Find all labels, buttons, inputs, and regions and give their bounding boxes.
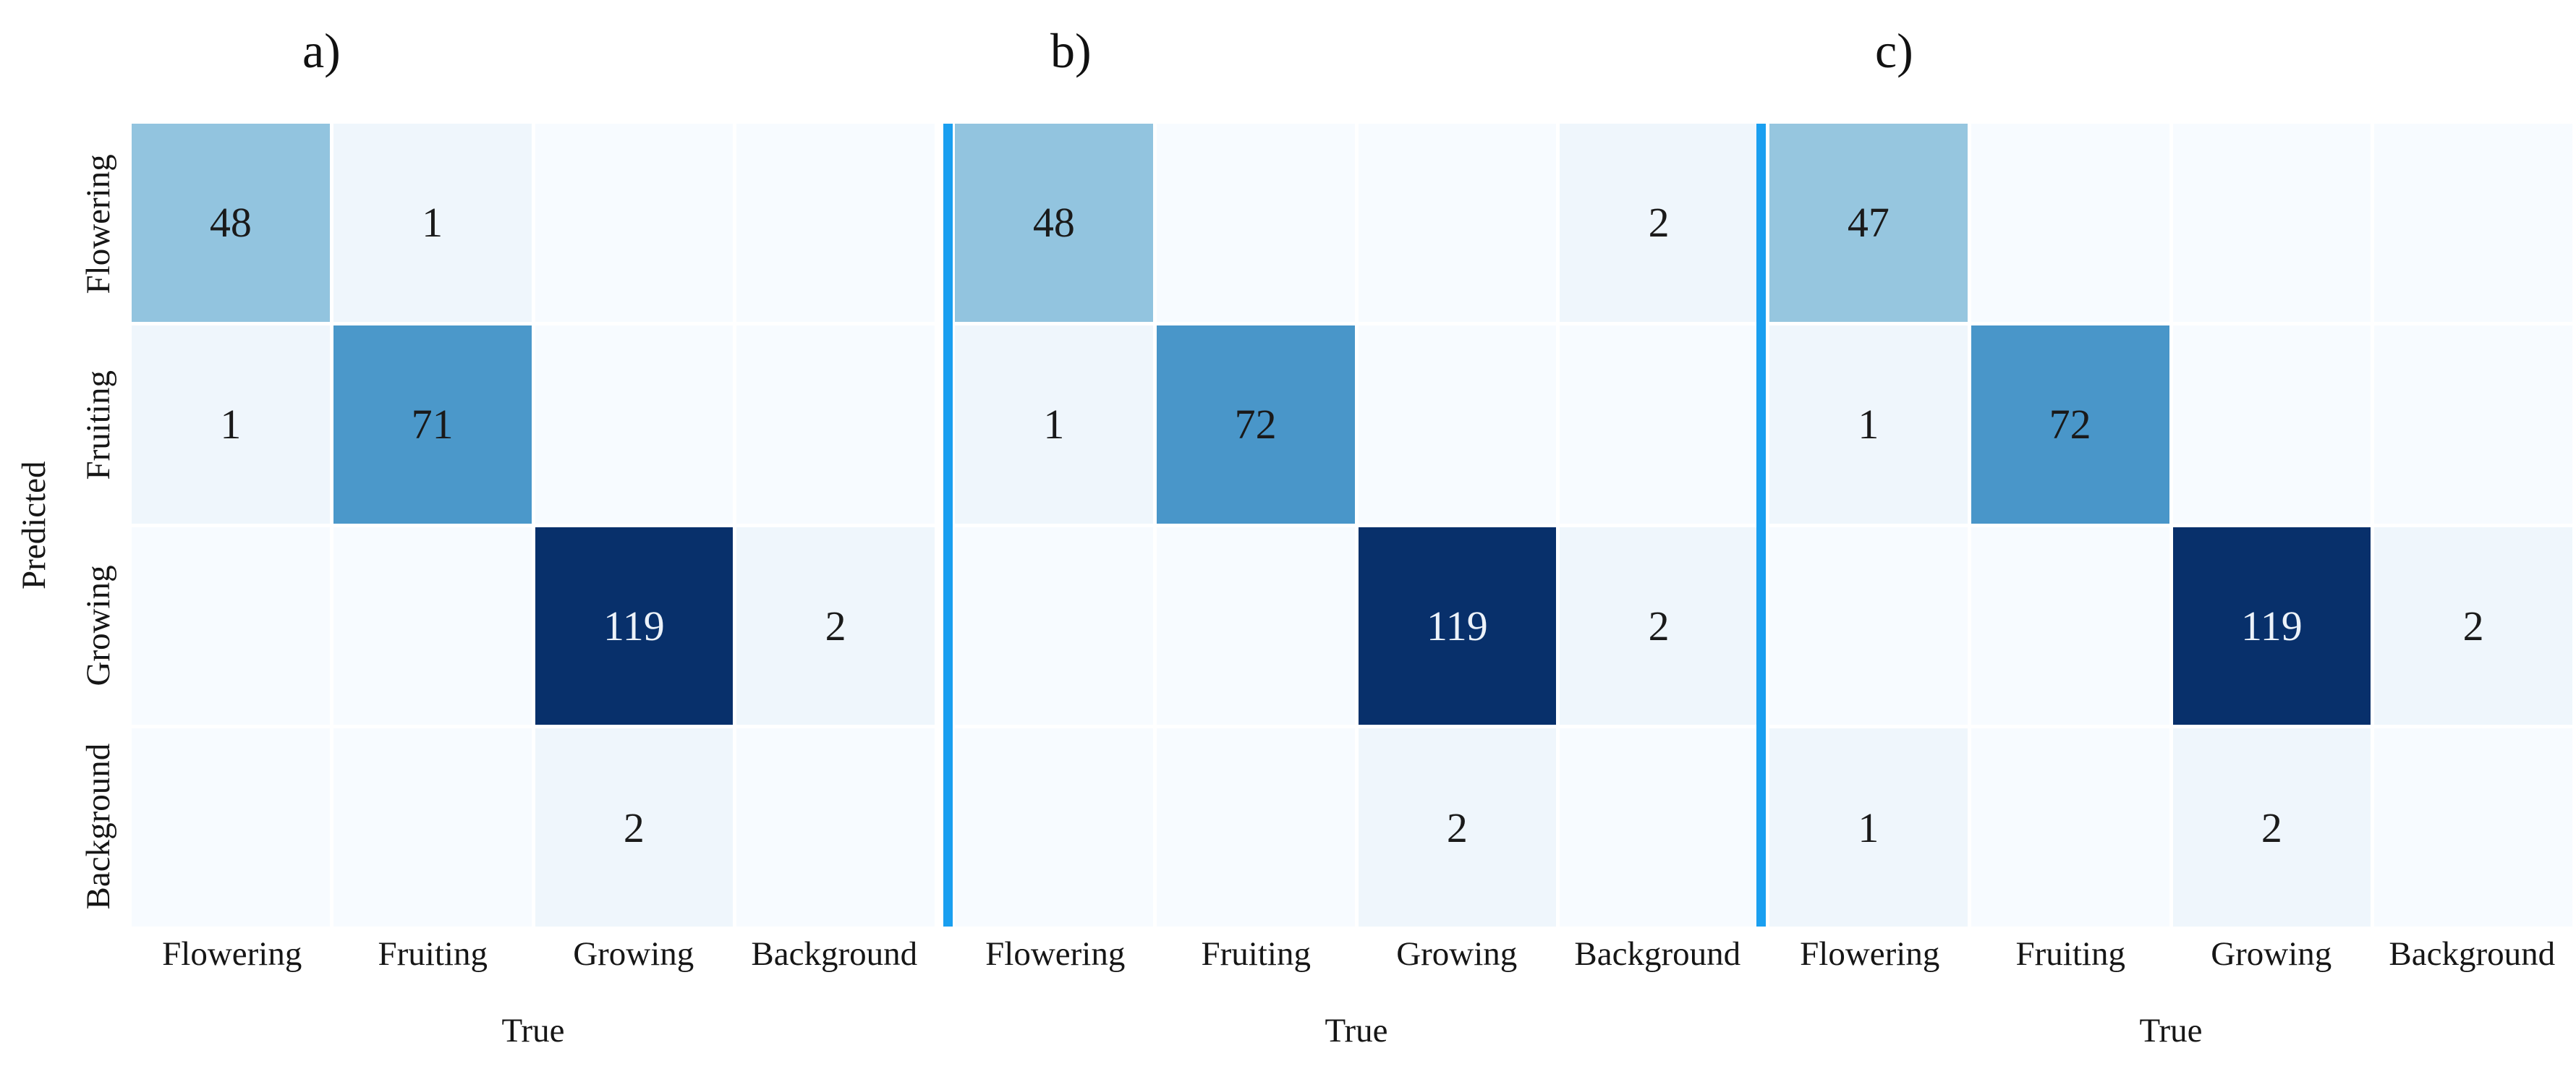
- cell-flowering-flowering: 47: [1769, 124, 1968, 322]
- x-tick-background: Background: [751, 935, 918, 973]
- cell-background-growing: 2: [1358, 728, 1557, 927]
- cell-fruiting-flowering: 1: [955, 325, 1153, 524]
- cell-growing-flowering: [132, 527, 330, 725]
- cell-flowering-background: [736, 124, 935, 322]
- cell-background-fruiting: [1971, 728, 2169, 927]
- panel-divider-2: [1756, 124, 1766, 927]
- x-tick-growing: Growing: [2211, 935, 2332, 973]
- y-axis-label: Predicted: [15, 461, 53, 589]
- cell-background-flowering: [132, 728, 330, 927]
- cell-fruiting-growing: [535, 325, 734, 524]
- x-axis-label-b: True: [1325, 1012, 1388, 1049]
- panel-c-title: c): [1875, 23, 1913, 78]
- cell-background-flowering: 1: [1769, 728, 1968, 927]
- x-tick-growing: Growing: [573, 935, 694, 973]
- x-tick-labels-a: Flowering Fruiting Growing Background: [132, 934, 935, 974]
- x-axis-label-a: True: [501, 1012, 565, 1049]
- cell-growing-flowering: [955, 527, 1153, 725]
- cell-fruiting-background: [736, 325, 935, 524]
- cell-flowering-fruiting: [1156, 124, 1355, 322]
- cell-fruiting-flowering: 1: [1769, 325, 1968, 524]
- cell-background-background: [736, 728, 935, 927]
- cell-flowering-flowering: 48: [132, 124, 330, 322]
- cell-flowering-background: [2374, 124, 2572, 322]
- panel-divider-1: [943, 124, 953, 927]
- y-tick-flowering: Flowering: [80, 154, 117, 294]
- cell-flowering-background: 2: [1560, 124, 1758, 322]
- cell-fruiting-growing: [2172, 325, 2371, 524]
- cell-background-background: [1560, 728, 1758, 927]
- cell-flowering-growing: [535, 124, 734, 322]
- cell-fruiting-background: [2374, 325, 2572, 524]
- x-axis-label-c: True: [2139, 1012, 2203, 1049]
- cell-fruiting-fruiting: 71: [333, 325, 532, 524]
- cell-background-growing: 2: [2172, 728, 2371, 927]
- cell-background-background: [2374, 728, 2572, 927]
- cell-fruiting-fruiting: 72: [1971, 325, 2169, 524]
- x-tick-background: Background: [1574, 935, 1741, 973]
- cell-growing-growing: 119: [535, 527, 734, 725]
- cell-fruiting-fruiting: 72: [1156, 325, 1355, 524]
- cell-growing-fruiting: [1156, 527, 1355, 725]
- x-tick-fruiting: Fruiting: [2015, 935, 2125, 973]
- x-tick-fruiting: Fruiting: [378, 935, 488, 973]
- cell-fruiting-background: [1560, 325, 1758, 524]
- cell-growing-background: 2: [1560, 527, 1758, 725]
- cell-flowering-fruiting: 1: [333, 124, 532, 322]
- cell-growing-fruiting: [1971, 527, 2169, 725]
- x-tick-fruiting: Fruiting: [1201, 935, 1311, 973]
- cell-growing-growing: 119: [2172, 527, 2371, 725]
- cell-flowering-flowering: 48: [955, 124, 1153, 322]
- cell-background-growing: 2: [535, 728, 734, 927]
- x-tick-growing: Growing: [1396, 935, 1518, 973]
- cell-growing-fruiting: [333, 527, 532, 725]
- cell-flowering-growing: [1358, 124, 1557, 322]
- panel-b-title: b): [1050, 23, 1092, 78]
- cell-growing-growing: 119: [1358, 527, 1557, 725]
- y-tick-background: Background: [80, 743, 117, 910]
- cell-background-fruiting: [1156, 728, 1355, 927]
- cell-background-fruiting: [333, 728, 532, 927]
- cell-background-flowering: [955, 728, 1153, 927]
- y-tick-fruiting: Fruiting: [80, 370, 117, 480]
- x-tick-flowering: Flowering: [162, 935, 302, 973]
- x-tick-labels-b: Flowering Fruiting Growing Background: [955, 934, 1758, 974]
- cell-growing-background: 2: [736, 527, 935, 725]
- x-tick-flowering: Flowering: [1800, 935, 1940, 973]
- cell-fruiting-growing: [1358, 325, 1557, 524]
- panel-a-title: a): [302, 23, 341, 78]
- x-tick-flowering: Flowering: [985, 935, 1126, 973]
- cell-fruiting-flowering: 1: [132, 325, 330, 524]
- cell-flowering-growing: [2172, 124, 2371, 322]
- y-tick-growing: Growing: [80, 565, 117, 686]
- cell-flowering-fruiting: [1971, 124, 2169, 322]
- x-tick-labels-c: Flowering Fruiting Growing Background: [1769, 934, 2572, 974]
- x-tick-background: Background: [2389, 935, 2556, 973]
- cell-growing-background: 2: [2374, 527, 2572, 725]
- cell-growing-flowering: [1769, 527, 1968, 725]
